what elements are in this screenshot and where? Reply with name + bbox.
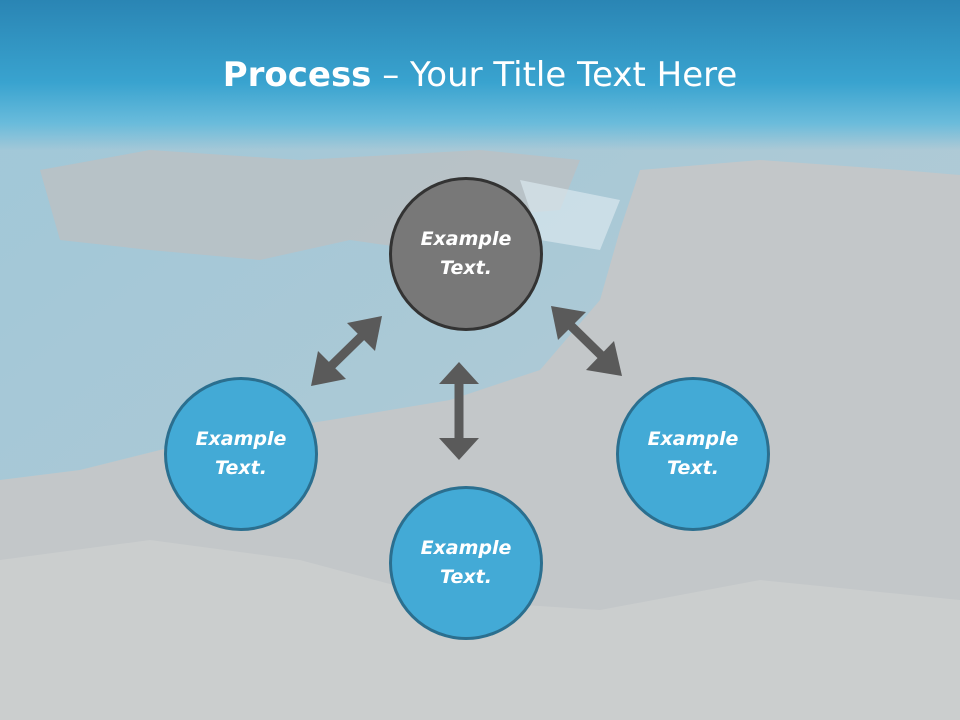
- node-bottom: Example Text.: [389, 486, 543, 640]
- arrow-top-left: [311, 316, 382, 386]
- node-left: Example Text.: [164, 377, 318, 531]
- arrow-center-vertical: [439, 362, 479, 460]
- arrow-top-right: [551, 306, 622, 376]
- title-bold-part: Process: [222, 55, 372, 95]
- node-top-center: Example Text.: [389, 177, 543, 331]
- node-right: Example Text.: [616, 377, 770, 531]
- node-bottom-label: Example Text.: [420, 537, 512, 588]
- node-left-label: Example Text.: [195, 428, 287, 479]
- node-right-label: Example Text.: [647, 428, 739, 479]
- title-band: [0, 0, 960, 150]
- slide-title: Process – Your Title Text Here: [0, 52, 960, 98]
- node-top-label: Example Text.: [420, 228, 512, 279]
- title-rest-part: – Your Title Text Here: [371, 55, 738, 95]
